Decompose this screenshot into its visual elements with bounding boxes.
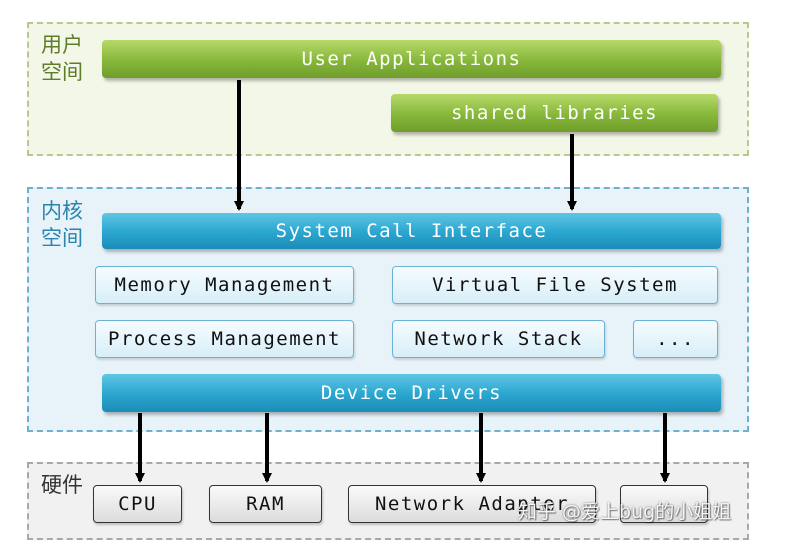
- device-drivers-box: Device Drivers: [102, 374, 721, 412]
- memory-management-box: Memory Management: [95, 266, 354, 304]
- ram-box: RAM: [209, 485, 322, 523]
- user-space-label: 用户 空间: [41, 33, 83, 84]
- more-subsystems-box: ...: [633, 320, 718, 358]
- network-stack-box: Network Stack: [392, 320, 605, 358]
- cpu-box: CPU: [93, 485, 182, 523]
- virtual-file-system-box: Virtual File System: [392, 266, 718, 304]
- other-hardware-box: [620, 485, 708, 523]
- user-applications-box: User Applications: [102, 40, 721, 78]
- system-call-interface-box: System Call Interface: [102, 213, 721, 249]
- hardware-label: 硬件: [41, 473, 83, 497]
- kernel-space-label: 内核 空间: [41, 199, 83, 250]
- watermark: 知乎 @爱上bug的小姐姐: [518, 501, 732, 523]
- shared-libraries-box: shared libraries: [391, 94, 718, 132]
- network-adapter-box: Network Adapter: [348, 485, 596, 523]
- process-management-box: Process Management: [95, 320, 354, 358]
